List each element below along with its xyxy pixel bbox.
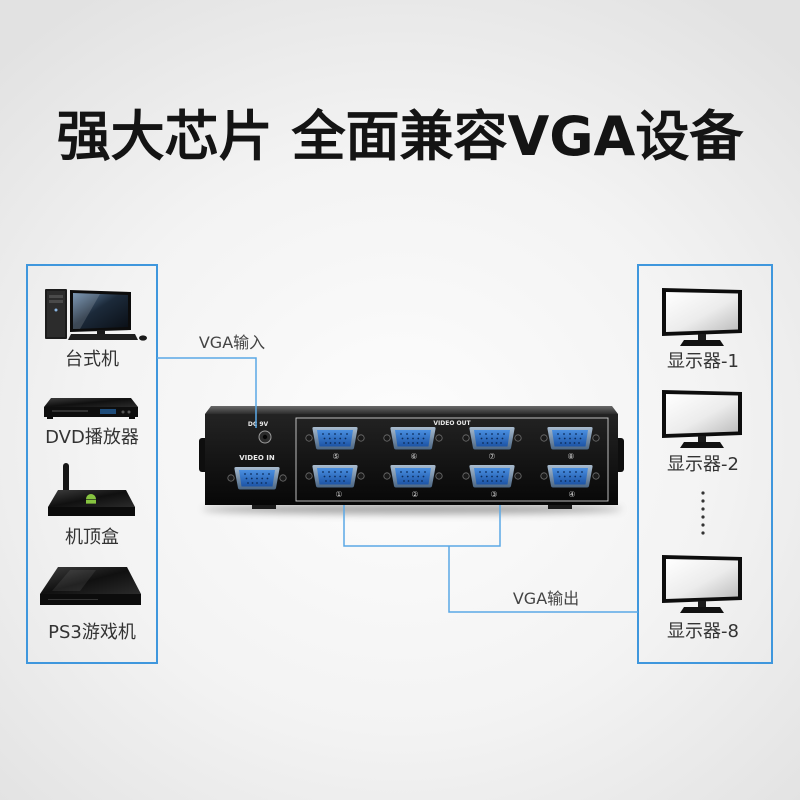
vga-output-wire (448, 546, 638, 613)
source-label-desktop: 台式机 (65, 349, 119, 370)
vga-output-label: VGA输出 (513, 589, 579, 608)
dc-power-label: DC 9V (248, 421, 269, 428)
display-item-8: 显示器-8 (662, 555, 742, 642)
dvd-button (127, 410, 131, 414)
port-number-8: ⑧ (567, 452, 574, 461)
port-number-2: ② (411, 490, 418, 499)
dot (701, 499, 705, 503)
display-devices-frame (637, 264, 773, 664)
source-item-dvd: DVD播放器 (44, 398, 139, 448)
source-item-game-console: PS3游戏机 (40, 567, 141, 643)
device-top (205, 406, 618, 414)
display-label-8: 显示器-8 (667, 621, 739, 642)
game-console-icon (40, 567, 141, 605)
dot (701, 523, 705, 527)
video-out-label: VIDEO OUT (433, 420, 471, 427)
display-item-2: 显示器-2 (662, 390, 742, 475)
display-item-1: 显示器-1 (662, 288, 742, 372)
device-foot (548, 505, 572, 509)
display-label-1: 显示器-1 (667, 351, 739, 372)
pc-monitor-stand (97, 330, 105, 334)
vga-input-label: VGA输入 (199, 333, 265, 352)
dvd-foot (47, 417, 53, 419)
page-title: 强大芯片 全面兼容VGA设备 (57, 105, 745, 168)
port-number-1: ① (335, 490, 342, 499)
dot (701, 491, 705, 495)
source-devices-frame (26, 264, 158, 664)
monitor-icon (662, 555, 742, 613)
monitor-icon (662, 288, 742, 346)
output-panel-outline (295, 417, 609, 502)
source-label-dvd: DVD播放器 (45, 427, 139, 448)
dvd-player-icon (44, 398, 138, 419)
port-number-4: ④ (568, 490, 575, 499)
device-shadow (202, 504, 622, 514)
dvd-tray (52, 410, 88, 412)
dc-jack-hole (262, 434, 268, 440)
pc-drive-bay (49, 300, 63, 303)
dc-jack-icon (258, 430, 272, 444)
pc-screen-sheen (73, 293, 100, 329)
pc-mouse (139, 335, 147, 341)
pc-monitor-screen (73, 293, 128, 329)
device-foot (252, 505, 276, 509)
vertical-dots-icon (701, 491, 705, 535)
dvd-front (44, 407, 138, 417)
source-item-desktop: 台式机 (45, 289, 147, 370)
pc-keyboard (68, 334, 138, 340)
port-number-7: ⑦ (488, 452, 495, 461)
pc-power-led (54, 308, 58, 312)
console-top (40, 567, 141, 594)
source-item-set-top-box: 机顶盒 (48, 463, 135, 548)
dvd-top (44, 398, 138, 407)
video-in-label: VIDEO IN (239, 454, 275, 462)
display-label-2: 显示器-2 (667, 454, 739, 475)
vga-output-bracket (343, 505, 501, 547)
dvd-foot (129, 417, 135, 419)
stb-antenna (63, 463, 69, 497)
dvd-button (121, 410, 125, 414)
dot (701, 531, 705, 535)
vga-splitter-device: VIDEO OUT DC 9V VIDEO IN ⑤ ⑥ ⑦ ⑧ ① ② ③ ④ (199, 406, 624, 514)
pc-drive-bay (49, 295, 63, 298)
port-number-5: ⑤ (332, 452, 339, 461)
console-sheen (52, 570, 96, 591)
port-number-6: ⑥ (410, 452, 417, 461)
vga-input-wire (157, 357, 257, 428)
dvd-display (100, 409, 116, 414)
source-label-game-console: PS3游戏机 (48, 622, 136, 643)
stb-front (48, 507, 135, 516)
port-number-3: ③ (490, 490, 497, 499)
monitor-icon (662, 390, 742, 448)
android-logo-icon (86, 494, 96, 504)
desktop-pc-icon (45, 289, 147, 341)
set-top-box-icon (48, 463, 135, 516)
dot (701, 515, 705, 519)
source-label-set-top-box: 机顶盒 (65, 527, 119, 548)
dot (701, 507, 705, 511)
